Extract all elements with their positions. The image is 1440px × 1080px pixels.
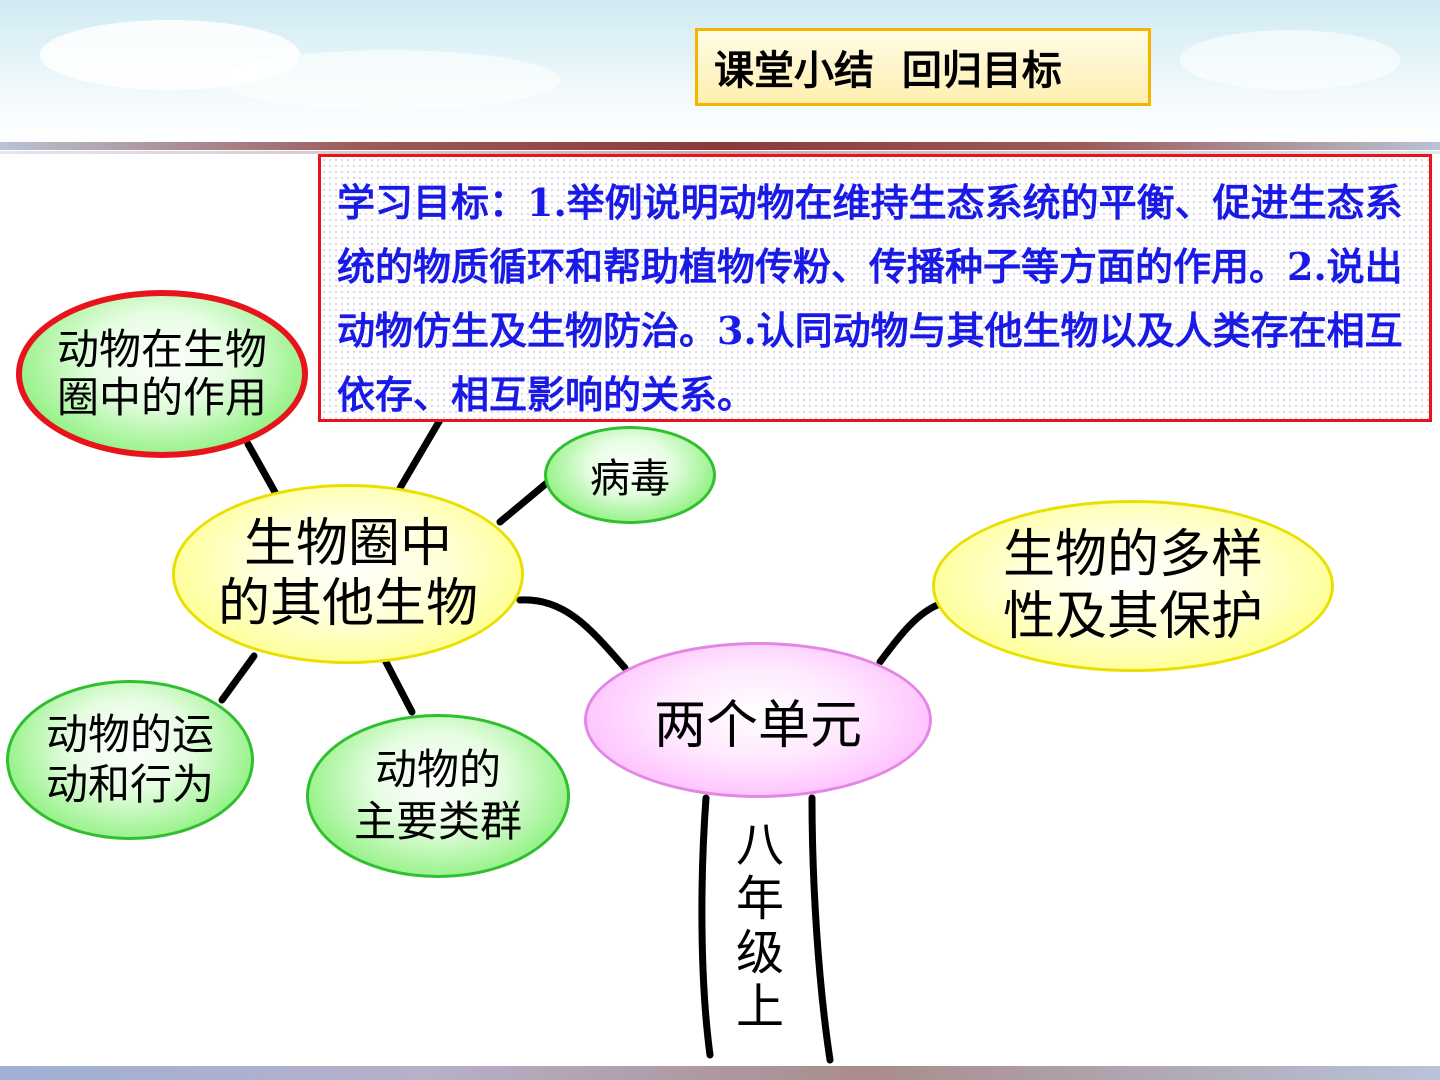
node-virus: 病毒 xyxy=(544,426,716,524)
trunk-left xyxy=(698,794,714,1059)
learning-goals-text: 学习目标：1.举例说明动物在维持生态系统的平衡、促进生态系统的物质循环和帮助植物… xyxy=(337,180,1403,417)
node-two-units: 两个单元 xyxy=(584,642,932,798)
node-biodiversity: 生物的多样 性及其保护 xyxy=(932,500,1334,672)
node-two-units-label: 两个单元 xyxy=(653,695,862,756)
node-other-organisms: 生物圈中 的其他生物 xyxy=(172,484,524,664)
connector-role xyxy=(244,440,280,498)
node-virus-label: 病毒 xyxy=(590,456,670,502)
trunk-grade-text: 八年级上 xyxy=(736,817,785,1035)
connector-center-left xyxy=(516,596,629,672)
slide-title: 课堂小结 回归目标 xyxy=(695,28,1151,106)
learning-goals-box: 学习目标：1.举例说明动物在维持生态系统的平衡、促进生态系统的物质循环和帮助植物… xyxy=(318,154,1432,422)
cloud-decoration xyxy=(1180,30,1400,90)
connector-virus xyxy=(496,478,552,526)
connector-up xyxy=(396,416,444,492)
node-biodiversity-label: 生物的多样 性及其保护 xyxy=(1002,525,1263,647)
node-animal-groups: 动物的 主要类群 xyxy=(306,714,570,878)
header-background xyxy=(0,0,1440,140)
connector-center-right xyxy=(876,600,944,666)
connector-motion xyxy=(218,652,258,704)
trunk-right xyxy=(808,794,834,1064)
cloud-decoration xyxy=(220,50,560,110)
node-animal-behavior-label: 动物的运 动和行为 xyxy=(45,710,214,809)
node-animal-groups-label: 动物的 主要类群 xyxy=(353,745,522,846)
node-animal-role: 动物在生物 圈中的作用 xyxy=(16,290,308,458)
footer-bar xyxy=(0,1066,1440,1080)
node-other-organisms-label: 生物圈中 的其他生物 xyxy=(217,514,478,634)
node-animal-role-label: 动物在生物 圈中的作用 xyxy=(56,325,267,422)
connector-groups xyxy=(382,658,416,716)
trunk-grade-label: 八年级上 xyxy=(728,818,792,1034)
header-divider xyxy=(0,142,1440,150)
node-animal-behavior: 动物的运 动和行为 xyxy=(6,680,254,840)
header-divider-thin xyxy=(0,151,1440,154)
